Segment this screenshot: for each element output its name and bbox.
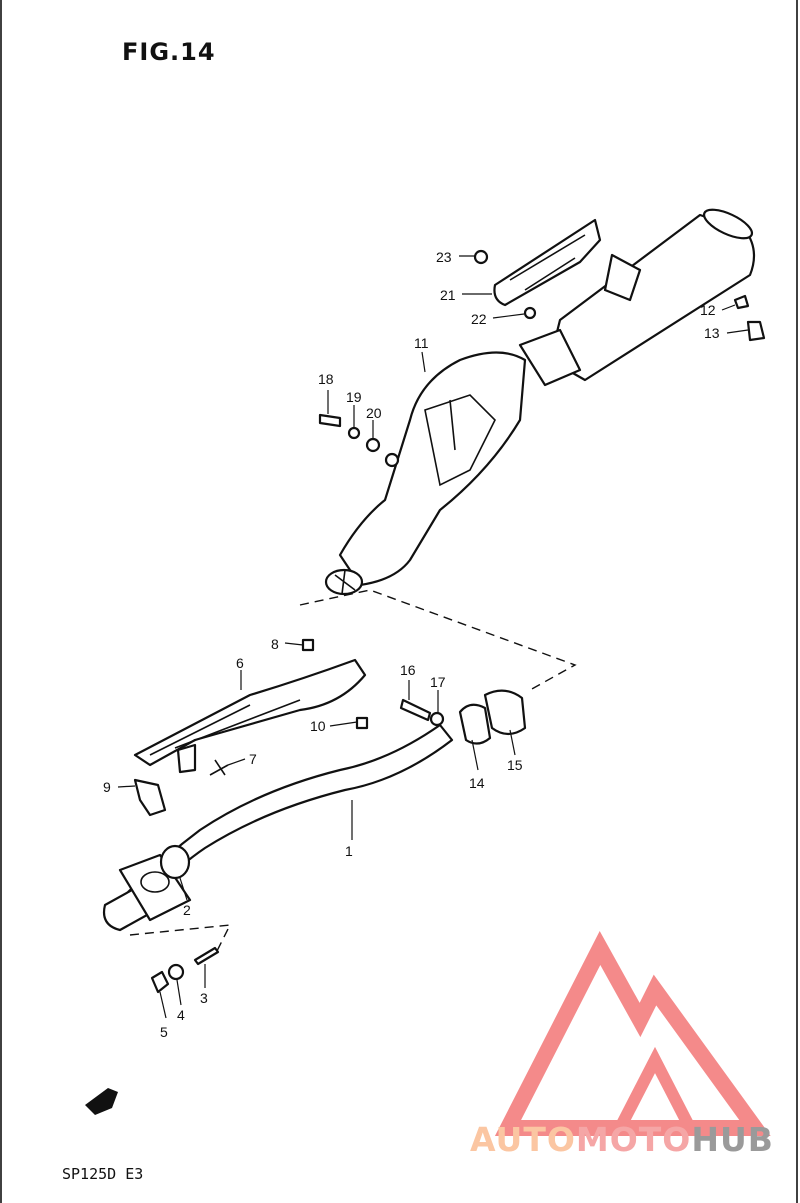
callout-4: 4 (177, 1007, 185, 1023)
callout-16: 16 (400, 662, 416, 678)
assembly-line-upper (299, 589, 577, 691)
callout-21: 21 (440, 287, 456, 303)
callout-23: 23 (436, 249, 452, 265)
assembly-line-lower (129, 924, 232, 956)
front-direction-arrow-icon (85, 1088, 118, 1115)
callout-20: 20 (366, 405, 382, 421)
callout-17: 17 (430, 674, 446, 690)
exhaust-pipe (102, 723, 454, 932)
callout-8: 8 (271, 636, 279, 652)
leader-lines (117, 255, 749, 1019)
callout-12: 12 (700, 302, 716, 318)
callout-7: 7 (249, 751, 257, 767)
callout-13: 13 (704, 325, 720, 341)
watermark-hub: HUB (691, 1120, 774, 1159)
callout-6: 6 (236, 655, 244, 671)
callout-18: 18 (318, 371, 334, 387)
callout-5: 5 (160, 1024, 168, 1040)
callout-9: 9 (103, 779, 111, 795)
watermark-auto: AUTO (470, 1120, 576, 1159)
callout-22: 22 (471, 311, 487, 327)
hardware-bolts-nuts (133, 249, 766, 994)
muffler-heat-shield (493, 218, 602, 307)
exhaust-pipe-cover (133, 658, 367, 774)
watermark-text: AUTOMOTOHUB (470, 1120, 774, 1159)
callout-1: 1 (345, 843, 353, 859)
model-code: SP125D E3 (62, 1165, 144, 1183)
callout-3: 3 (200, 990, 208, 1006)
part-callouts: 1 2 3 4 5 6 7 8 9 10 11 12 13 14 15 16 1… (103, 249, 720, 1040)
muffler (324, 208, 756, 596)
callout-14: 14 (469, 775, 485, 791)
automotohub-logo-icon (494, 930, 771, 1136)
callout-15: 15 (507, 757, 523, 773)
figure-title: FIG.14 (122, 38, 216, 66)
callout-11: 11 (414, 335, 429, 351)
watermark-moto: MOTO (575, 1120, 692, 1159)
callout-10: 10 (310, 718, 326, 734)
callout-19: 19 (346, 389, 362, 405)
callout-2: 2 (183, 902, 191, 918)
